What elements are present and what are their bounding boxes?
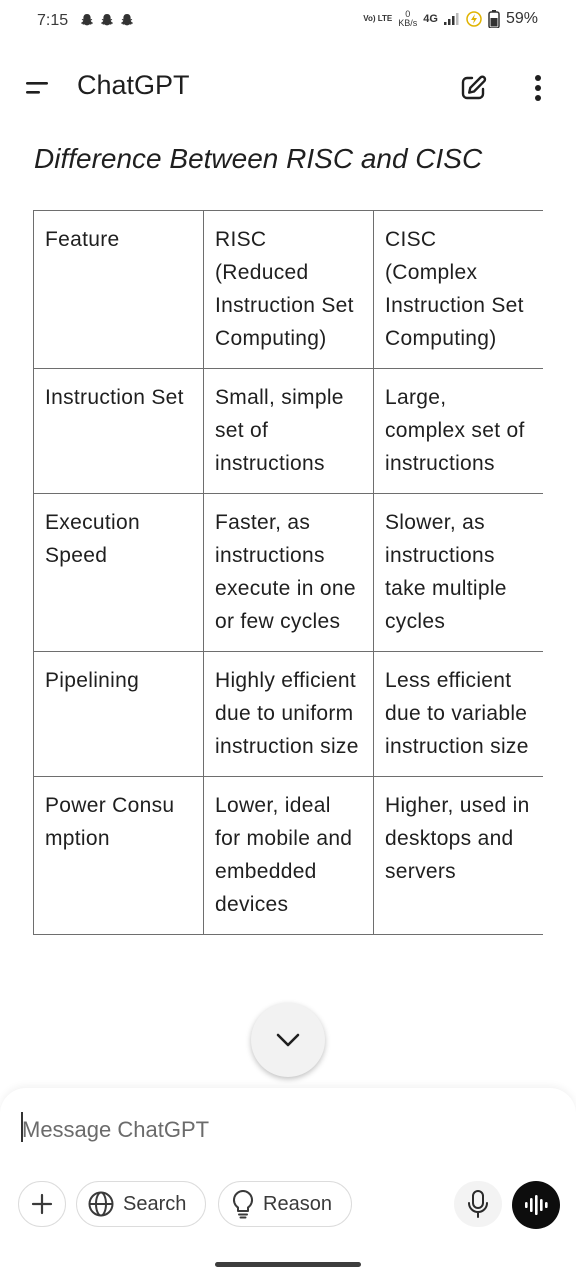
table-cell: Less efficient due to variable instructi… [373,651,543,777]
signal-icon [443,13,459,25]
volte-indicator: Vo) LTE [363,14,393,23]
table-cell: Power Consumption [33,776,204,935]
table-row: Pipelining Highly efficient due to unifo… [33,651,543,777]
snapchat-icon [101,14,113,26]
status-indicators: Vo) LTE 0 KB/s 4G 59% [363,10,538,28]
search-label: Search [123,1192,187,1215]
app-title[interactable]: ChatGPT [77,70,190,100]
more-vert-icon[interactable] [528,72,548,104]
notification-icons [80,13,134,27]
net-speed: 0 KB/s [398,10,417,28]
attach-button[interactable] [18,1181,66,1227]
mic-icon [468,1190,488,1218]
table-cell: Faster, as instructions execute in one o… [203,493,374,652]
status-bar: 7:15 Vo) LTE 0 KB/s 4G 59% [0,0,576,44]
response-heading: Difference Between RISC and CISC [34,143,483,174]
table-row: Instruction Set Small, simple set of ins… [33,368,543,494]
table-cell: Pipelining [33,651,204,777]
reason-button[interactable]: Reason [218,1181,352,1227]
home-indicator[interactable] [215,1262,361,1267]
new-chat-icon[interactable] [458,73,488,103]
voice-mode-button[interactable] [512,1181,560,1229]
table-cell: Lower, ideal for mobile and embedded dev… [203,776,374,935]
comparison-table-container[interactable]: Feature RISC (Reduced Instruction Set Co… [33,210,543,1090]
app-header: ChatGPT [0,58,576,118]
comparison-table: Feature RISC (Reduced Instruction Set Co… [33,210,543,935]
net-speed-value: 0 [405,9,411,19]
net-speed-unit: KB/s [398,18,418,28]
table-header-cell: Feature [33,210,204,369]
menu-icon[interactable] [24,78,50,98]
table-cell: Execution Speed [33,493,204,652]
table-cell: Large, complex set of instructions [373,368,543,494]
reason-label: Reason [263,1192,332,1215]
table-cell: Slower, as instructions take multiple cy… [373,493,543,652]
table-header-cell: CISC (Complex Instruction Set Computing) [373,210,543,369]
battery-icon [488,10,500,28]
table-header-cell: RISC (Reduced Instruction Set Computing) [203,210,374,369]
search-button[interactable]: Search [76,1181,206,1227]
snapchat-icon [81,14,93,26]
table-cell: Instruction Set [33,368,204,494]
dictate-button[interactable] [454,1181,502,1227]
status-time: 7:15 [37,12,69,29]
voice-mode-icon [525,1195,548,1215]
table-row: Power Consumption Lower, ideal for mobil… [33,776,543,935]
network-type: 4G [423,13,438,25]
lightbulb-icon [232,1189,254,1219]
battery-percent: 59% [505,10,538,27]
table-cell: Higher, used in desktops and servers [373,776,543,935]
chevron-down-icon [276,1033,300,1047]
scroll-down-button[interactable] [251,1003,325,1077]
battery-saver-icon [466,11,482,27]
plus-icon [31,1193,53,1215]
table-header-row: Feature RISC (Reduced Instruction Set Co… [33,210,543,369]
table-cell: Small, simple set of instructions [203,368,374,494]
message-composer: Search Reason [0,1088,576,1280]
globe-icon [88,1191,114,1217]
table-cell: Highly efficient due to uniform instruct… [203,651,374,777]
message-input[interactable] [20,1110,542,1150]
table-row: Execution Speed Faster, as instructions … [33,493,543,652]
snapchat-icon [121,14,133,26]
text-caret [21,1112,23,1142]
